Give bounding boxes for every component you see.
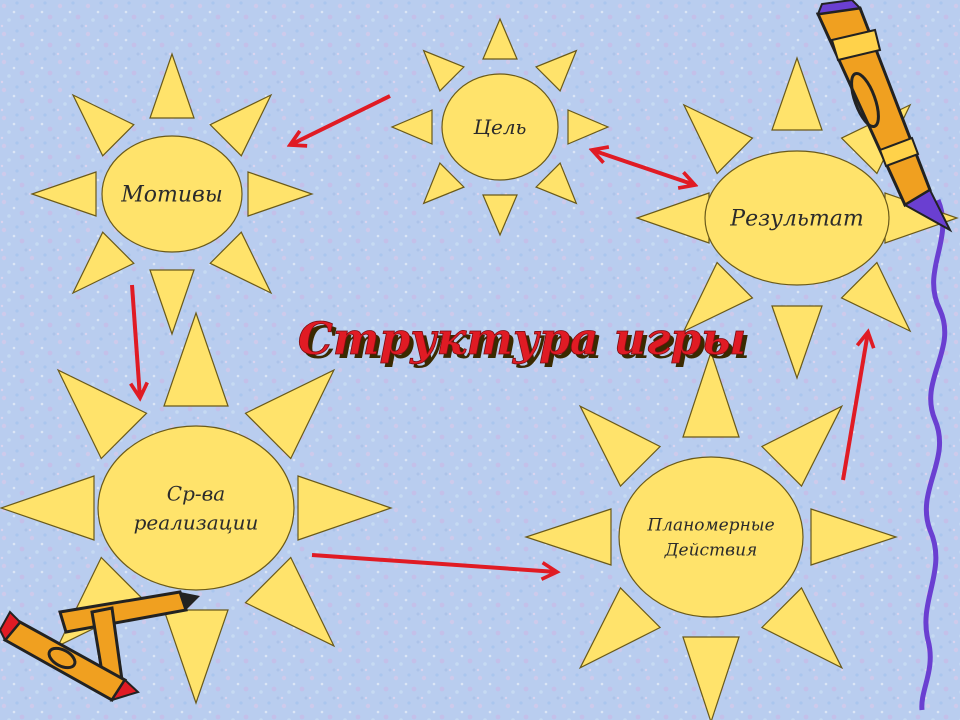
crayon-icon [815,0,953,233]
sun-node-goal: Цель [390,17,610,237]
sun-ray [682,261,754,333]
sun-label: реализации [134,511,259,535]
sun-label: Действия [664,540,758,560]
sun-ray [163,609,229,705]
arrow-means-to-actions [311,553,557,572]
sun-ray [149,52,195,119]
sun-body [97,425,295,591]
sun-ray [71,231,135,295]
sun-ray [567,109,610,145]
sun-ray [534,161,578,205]
diagram-title: Структура игры Структура игры [298,314,751,369]
sun-ray [578,586,662,670]
crayons-icon [0,590,200,702]
decorative-wave [919,199,948,711]
sun-ray [810,508,898,566]
sun-ray [56,368,148,460]
sun-ray [244,368,336,460]
sun-ray [682,103,754,175]
sun-ray [209,93,273,157]
sun-ray [760,404,844,488]
title-shadow: Структура игры [302,318,750,369]
sun-ray [760,586,844,670]
sun-ray [30,171,97,217]
sun-ray [682,636,740,720]
title-text: Структура игры [298,314,746,365]
sun-label: Планомерные [646,516,774,536]
sun-ray [534,49,578,93]
sun-ray [297,475,393,541]
sun-ray [163,311,229,407]
sun-ray [482,194,518,237]
sun-label: Ср-ва [167,482,225,506]
sun-ray [682,350,740,438]
sun-ray [482,17,518,60]
arrow-goal-result [592,150,695,185]
sun-ray [422,49,466,93]
sun-ray [578,404,662,488]
sun-ray [771,56,823,131]
arrow-motives-to-means [132,284,140,398]
sun-body [441,73,559,181]
sun-ray [771,305,823,380]
sun-body [101,135,243,253]
sun-ray [247,171,314,217]
sun-ray [71,93,135,157]
sun-label: Результат [729,207,863,232]
sun-node-means: Ср-ва реализации [0,311,393,705]
sun-node-result: Результат [635,56,959,380]
sun-ray [0,475,95,541]
arrow-goal-to-motives [290,94,391,145]
sun-body [704,150,890,286]
sun-node-motives: Мотивы [30,52,314,336]
sun-ray [422,161,466,205]
sun-label: Цель [473,115,527,139]
sun-ray [840,261,912,333]
sun-ray [244,556,336,648]
sun-ray [390,109,433,145]
sun-body [618,456,804,618]
arrow-actions-to-result [841,332,868,481]
sun-label: Мотивы [120,183,223,208]
sun-ray [209,231,273,295]
sun-ray [149,269,195,336]
sun-ray [524,508,612,566]
